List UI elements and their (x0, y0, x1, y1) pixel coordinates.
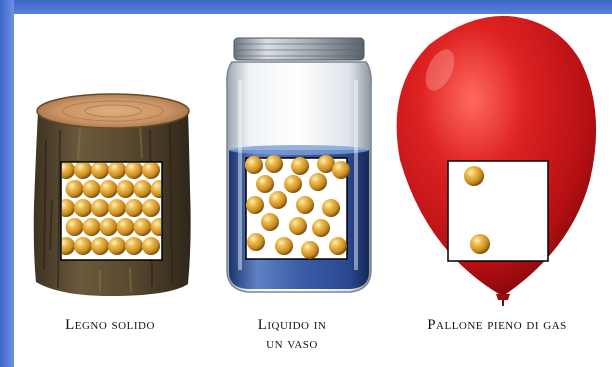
sphere-particle-icon (108, 237, 126, 255)
sphere-particle-icon (117, 218, 135, 236)
sphere-particle-icon (332, 161, 350, 179)
sphere-particle-icon (83, 218, 101, 236)
sphere-particle-icon (142, 237, 160, 255)
sphere-particle-icon (74, 237, 92, 255)
sphere-particle-icon (74, 199, 92, 217)
sphere-particle-icon (142, 161, 160, 179)
sphere-particle-icon (83, 180, 101, 198)
sphere-particle-icon (275, 237, 293, 255)
caption-liquid-line-2: un vaso (222, 335, 362, 354)
sphere-particle-icon (91, 199, 109, 217)
sphere-particle-icon (261, 213, 279, 231)
sphere-particle-icon (74, 161, 92, 179)
sphere-particle-icon (108, 161, 126, 179)
sphere-particle-icon (125, 237, 143, 255)
sphere-particle-icon (289, 217, 307, 235)
sphere-particle-icon (246, 196, 264, 214)
sphere-particle-icon (142, 199, 160, 217)
sphere-particle-icon (91, 237, 109, 255)
sphere-particle-icon (464, 166, 484, 186)
caption-solid-wood: Legno solido (30, 316, 190, 335)
sphere-particle-icon (256, 175, 274, 193)
sphere-particle-icon (329, 237, 347, 255)
sphere-particle-icon (301, 241, 319, 259)
sphere-particle-icon (108, 199, 126, 217)
sphere-particle-icon (269, 191, 287, 209)
sphere-particle-icon (247, 233, 265, 251)
sphere-particle-icon (100, 180, 118, 198)
sphere-particle-icon (296, 196, 314, 214)
sphere-particle-icon (125, 161, 143, 179)
sphere-particle-icon (245, 156, 263, 174)
sphere-particle-icon (117, 180, 135, 198)
sphere-particle-icon (322, 199, 340, 217)
sphere-particle-icon (125, 199, 143, 217)
sphere-particle-icon (291, 157, 309, 175)
sphere-particle-icon (312, 219, 330, 237)
caption-gas-balloon: Pallone pieno di gas (386, 316, 608, 335)
sphere-particle-icon (66, 218, 84, 236)
sphere-particle-icon (134, 218, 152, 236)
sphere-particle-icon (470, 234, 490, 254)
gas-particle-box (448, 161, 548, 261)
caption-liquid-line-1: Liquido in (222, 316, 362, 335)
sphere-particle-icon (91, 161, 109, 179)
sphere-particle-icon (265, 155, 283, 173)
sphere-particle-icon (134, 180, 152, 198)
sphere-particle-icon (284, 175, 302, 193)
sphere-particle-icon (100, 218, 118, 236)
caption-liquid-jar: Liquido in un vaso (222, 316, 362, 354)
sphere-particle-icon (66, 180, 84, 198)
sphere-particle-icon (309, 173, 327, 191)
